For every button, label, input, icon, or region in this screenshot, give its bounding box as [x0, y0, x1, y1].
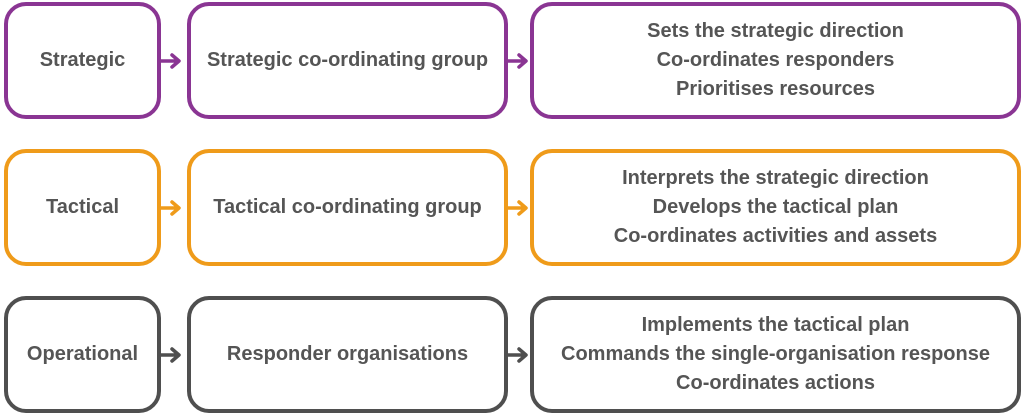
level-box-strategic: Strategic — [4, 2, 161, 119]
arrow-right-icon — [159, 347, 181, 363]
tier-strategic: Strategic Strategic co-ordinating group … — [0, 0, 1024, 120]
responsibility-item: Commands the single-organisation respons… — [561, 343, 990, 365]
responsibilities-box-operational: Implements the tactical plan Commands th… — [530, 296, 1021, 413]
responsibility-item: Prioritises resources — [676, 78, 875, 100]
level-label: Tactical — [46, 196, 119, 218]
group-label: Tactical co-ordinating group — [213, 196, 482, 218]
group-box-operational: Responder organisations — [187, 296, 508, 413]
responsibility-item: Develops the tactical plan — [652, 196, 899, 218]
responsibility-item: Sets the strategic direction — [647, 20, 904, 42]
arrow-right-icon — [506, 200, 528, 216]
responsibility-item: Co-ordinates activities and assets — [613, 225, 938, 247]
responsibilities-box-tactical: Interprets the strategic direction Devel… — [530, 149, 1021, 266]
responsibilities-box-strategic: Sets the strategic direction Co-ordinate… — [530, 2, 1021, 119]
responsibility-item: Co-ordinates actions — [676, 372, 875, 394]
group-label: Responder organisations — [226, 343, 469, 365]
tier-tactical: Tactical Tactical co-ordinating group In… — [0, 147, 1024, 267]
arrow-right-icon — [159, 53, 181, 69]
group-label: Strategic co-ordinating group — [206, 49, 489, 71]
level-box-operational: Operational — [4, 296, 161, 413]
level-box-tactical: Tactical — [4, 149, 161, 266]
responsibility-item: Interprets the strategic direction — [622, 167, 929, 189]
responsibility-item: Co-ordinates responders — [656, 49, 895, 71]
level-label: Strategic — [39, 49, 126, 71]
level-label: Operational — [26, 343, 139, 365]
group-box-strategic: Strategic co-ordinating group — [187, 2, 508, 119]
arrow-right-icon — [506, 53, 528, 69]
group-box-tactical: Tactical co-ordinating group — [187, 149, 508, 266]
responsibility-item: Implements the tactical plan — [641, 314, 910, 336]
arrow-right-icon — [506, 347, 528, 363]
tier-operational: Operational Responder organisations Impl… — [0, 294, 1024, 414]
arrow-right-icon — [159, 200, 181, 216]
